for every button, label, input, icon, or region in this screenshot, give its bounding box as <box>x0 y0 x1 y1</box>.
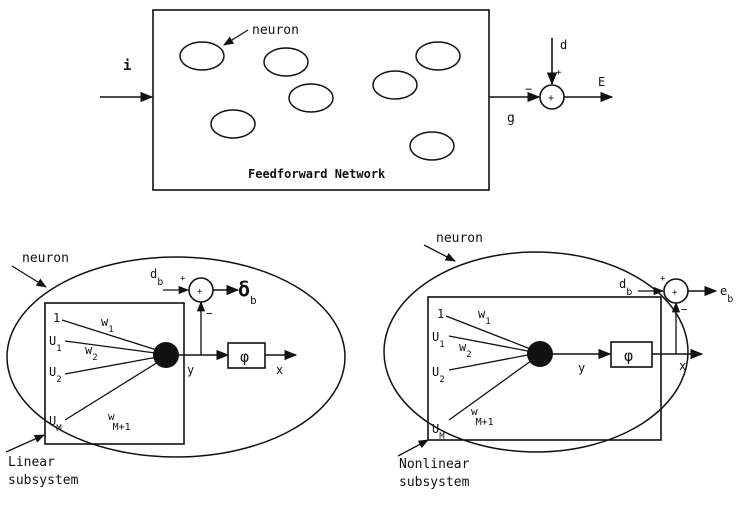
sum-symbol: + <box>548 93 554 104</box>
neuron-node <box>210 109 256 139</box>
network-title: Feedforward Network <box>248 167 386 181</box>
neuron-pointer-arrow <box>11 265 47 288</box>
phi-symbol: φ <box>240 348 249 366</box>
output-label: g <box>507 111 515 126</box>
neuron-pointer-arrow <box>423 244 456 262</box>
input-line <box>448 357 536 421</box>
input-label: U1 <box>432 330 445 350</box>
input-label: 1 <box>437 307 444 321</box>
weight-label: w1 <box>478 307 491 327</box>
neuron-boundary <box>383 251 689 453</box>
feedforward-network-box <box>152 9 490 191</box>
nonlinear-subsystem-box <box>427 296 662 441</box>
subsystem-pointer-arrow <box>5 434 45 453</box>
minus-sign: − <box>525 82 532 96</box>
top-diagram: neuron Feedforward Network i g − + d + E <box>100 9 614 191</box>
weight-label: w2 <box>85 343 98 363</box>
desired-label: d <box>560 38 567 52</box>
target-label: db <box>150 267 163 288</box>
input-label: 1 <box>53 311 60 325</box>
weighted-sum-node <box>153 342 179 368</box>
subsystem-label: subsystem <box>8 473 79 488</box>
plus-sign: + <box>180 274 186 284</box>
neuron-node <box>288 83 334 113</box>
subsystem-label: subsystem <box>399 475 470 490</box>
target-label: db <box>619 277 632 298</box>
y-label: y <box>578 361 585 375</box>
neuron-pointer-arrow <box>223 29 249 46</box>
sum-symbol: + <box>197 287 203 297</box>
linear-subsystem-box <box>44 302 185 445</box>
input-label: U2 <box>49 365 62 385</box>
neuron-node <box>372 70 418 100</box>
input-line <box>445 315 534 351</box>
neuron-node <box>409 131 455 161</box>
neuron-node <box>263 47 309 77</box>
x-label: x <box>679 359 686 373</box>
neuron-label: neuron <box>252 23 299 38</box>
subsystem-pointer-arrow <box>397 439 429 457</box>
error-label: eb <box>720 284 733 305</box>
input-line <box>64 358 164 421</box>
error-label: E <box>598 75 605 89</box>
phi-symbol: φ <box>624 347 633 365</box>
input-label: i <box>123 58 131 74</box>
plus-sign: + <box>660 274 666 284</box>
weighted-sum-node <box>527 341 553 367</box>
delta-label: δb <box>238 277 257 307</box>
neuron-node <box>415 41 461 71</box>
input-label: UM <box>432 422 445 442</box>
minus-sign: − <box>206 307 213 320</box>
weight-label: w1 <box>101 315 114 335</box>
input-label: U2 <box>432 365 445 385</box>
input-line <box>448 335 534 353</box>
minus-sign: − <box>681 303 688 316</box>
neuron-node <box>179 41 225 71</box>
weight-label: w2 <box>459 340 472 360</box>
input-line <box>448 353 534 371</box>
y-label: y <box>187 363 194 377</box>
input-line <box>61 319 164 353</box>
subsystem-label: Linear <box>8 455 55 470</box>
neuron-boundary <box>6 256 346 458</box>
input-label: U1 <box>49 334 62 354</box>
input-line <box>64 340 164 355</box>
input-line <box>64 355 164 375</box>
plus-sign: + <box>556 68 562 78</box>
subsystem-label: Nonlinear <box>399 457 470 472</box>
sum-symbol: + <box>672 288 678 298</box>
input-label: UM <box>49 414 62 434</box>
neuron-label: neuron <box>436 231 483 246</box>
neuron-label: neuron <box>22 251 69 266</box>
x-label: x <box>276 363 283 377</box>
